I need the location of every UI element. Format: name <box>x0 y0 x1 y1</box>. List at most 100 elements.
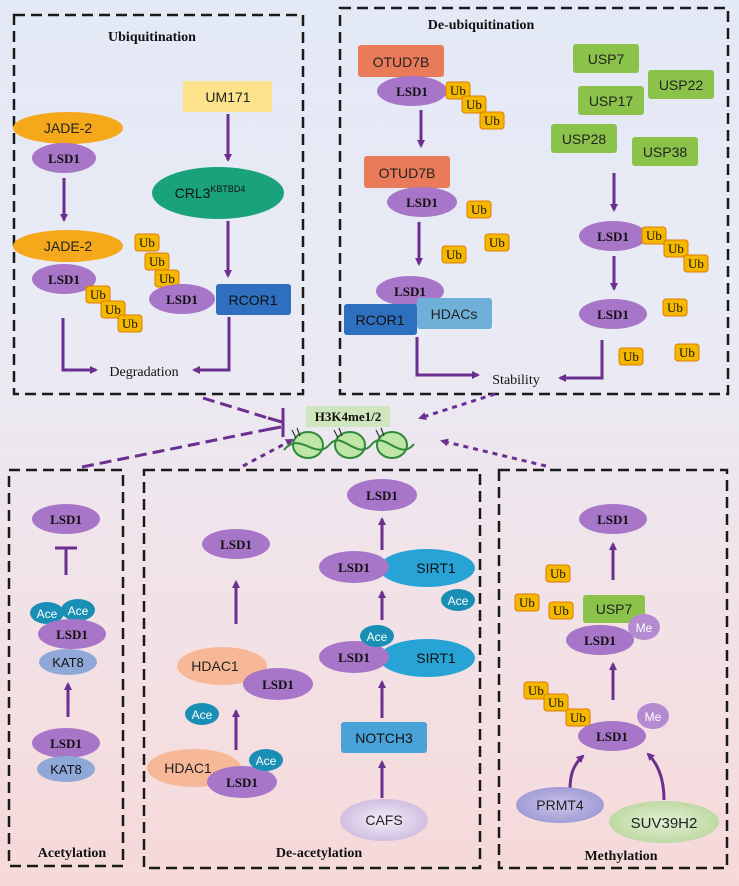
lsd1-label: LSD1 <box>50 512 82 527</box>
ub-badge: Ub <box>134 233 160 252</box>
svg-text:Ub: Ub <box>484 113 500 128</box>
svg-text:Ub: Ub <box>667 300 683 315</box>
lsd1-label: LSD1 <box>48 151 80 166</box>
ub-badge: Ub <box>543 693 569 712</box>
usp7-node <box>573 44 639 73</box>
ub-badge: Ub <box>662 298 688 317</box>
ace-badge <box>185 703 219 725</box>
suv39h2-node <box>609 801 719 843</box>
ub-cluster: Ub Ub Ub <box>641 226 709 273</box>
ub-cluster: Ub Ub Ub <box>523 681 591 727</box>
ace-label: Ace <box>367 630 388 644</box>
ub-badge: Ub <box>674 343 700 362</box>
ub-badge: Ub <box>565 708 591 727</box>
lsd1-node <box>149 284 215 314</box>
ub-badge: Ub <box>466 200 492 219</box>
svg-text:Ub: Ub <box>471 202 487 217</box>
inhibition-icon <box>55 546 77 575</box>
lsd1-label: LSD1 <box>396 84 428 99</box>
svg-text:Ub: Ub <box>623 349 639 364</box>
lsd1-node <box>377 76 447 106</box>
jade2-label: JADE-2 <box>44 120 92 136</box>
hdac1-node <box>177 647 267 685</box>
lsd1-label: LSD1 <box>597 229 629 244</box>
lsd1-label: LSD1 <box>166 292 198 307</box>
svg-text:USP28: USP28 <box>562 131 607 147</box>
rcor1-label: RCOR1 <box>355 312 404 328</box>
lsd1-node <box>38 619 106 649</box>
lsd1-node <box>579 504 647 534</box>
kat8-node <box>37 756 95 782</box>
prmt4-node <box>516 787 604 823</box>
ub-badge: Ub <box>479 111 505 130</box>
svg-text:USP17: USP17 <box>589 93 634 109</box>
acetylation-panel <box>7 468 125 868</box>
methylation-title: Methylation <box>584 849 657 864</box>
notch3-node <box>341 722 427 753</box>
ace-label: Ace <box>192 708 213 722</box>
usp38-node <box>632 137 698 166</box>
svg-text:Ub: Ub <box>122 316 138 331</box>
svg-text:Ub: Ub <box>646 228 662 243</box>
lsd1-label: LSD1 <box>48 272 80 287</box>
ub-badge: Ub <box>641 226 667 245</box>
lsd1-node <box>202 529 270 559</box>
deubiquitination-panel <box>338 6 730 396</box>
arrow <box>646 752 666 801</box>
cafs-label: CAFS <box>365 812 402 828</box>
me-label: Me <box>636 621 653 635</box>
svg-text:Ub: Ub <box>553 603 569 618</box>
deacetylation-panel <box>142 468 482 870</box>
lsd1-label: LSD1 <box>262 677 294 692</box>
svg-text:Ub: Ub <box>450 83 466 98</box>
um171-label: UM171 <box>205 89 250 105</box>
usp28-node <box>551 124 617 153</box>
suv39h2-label: SUV39H2 <box>631 815 698 832</box>
lsd1-label: LSD1 <box>596 729 628 744</box>
ace-badge <box>61 599 95 621</box>
um171-node <box>183 81 272 112</box>
usp7-label: USP7 <box>596 601 633 617</box>
svg-text:Ub: Ub <box>489 235 505 250</box>
notch3-label: NOTCH3 <box>355 730 413 746</box>
lsd1-node <box>579 221 647 251</box>
lsd1-label: LSD1 <box>50 736 82 751</box>
arrow <box>558 340 604 382</box>
ub-badge: Ub <box>117 314 143 333</box>
ub-badge: Ub <box>461 95 487 114</box>
ubiquitination-title: Ubiquitination <box>108 30 196 45</box>
lsd1-node <box>319 551 389 583</box>
ub-badge: Ub <box>85 285 111 304</box>
ubiquitination-panel <box>12 13 305 396</box>
ub-badge: Ub <box>100 300 126 319</box>
svg-text:Ub: Ub <box>466 97 482 112</box>
ub-badge: Ub <box>548 601 574 620</box>
svg-text:Ub: Ub <box>105 302 121 317</box>
h3k4-label: H3K4me1/2 <box>315 409 381 424</box>
svg-text:Ub: Ub <box>679 345 695 360</box>
sirt1-label: SIRT1 <box>416 560 456 576</box>
lsd1-node <box>32 504 100 534</box>
lsd1-node <box>32 143 96 173</box>
svg-text:Ub: Ub <box>688 256 704 271</box>
hdac1-label: HDAC1 <box>164 760 212 776</box>
lsd1-node <box>387 187 457 217</box>
connector-lines <box>81 392 547 469</box>
lsd1-node <box>578 721 646 751</box>
prmt4-label: PRMT4 <box>536 797 584 813</box>
me-label: Me <box>645 710 662 724</box>
nucleosome-icon <box>283 427 415 459</box>
svg-text:Ub: Ub <box>519 595 535 610</box>
usp7-node <box>583 595 645 623</box>
ub-cluster: Ub Ub Ub <box>445 81 505 130</box>
me-badge <box>628 614 660 640</box>
svg-text:USP7: USP7 <box>588 51 625 67</box>
lsd1-label: LSD1 <box>584 633 616 648</box>
ace-badge <box>441 589 475 611</box>
arrow <box>568 754 585 791</box>
ub-badge: Ub <box>484 233 510 252</box>
svg-text:Ub: Ub <box>570 710 586 725</box>
lsd1-label: LSD1 <box>226 775 258 790</box>
lsd1-label: LSD1 <box>394 284 426 299</box>
